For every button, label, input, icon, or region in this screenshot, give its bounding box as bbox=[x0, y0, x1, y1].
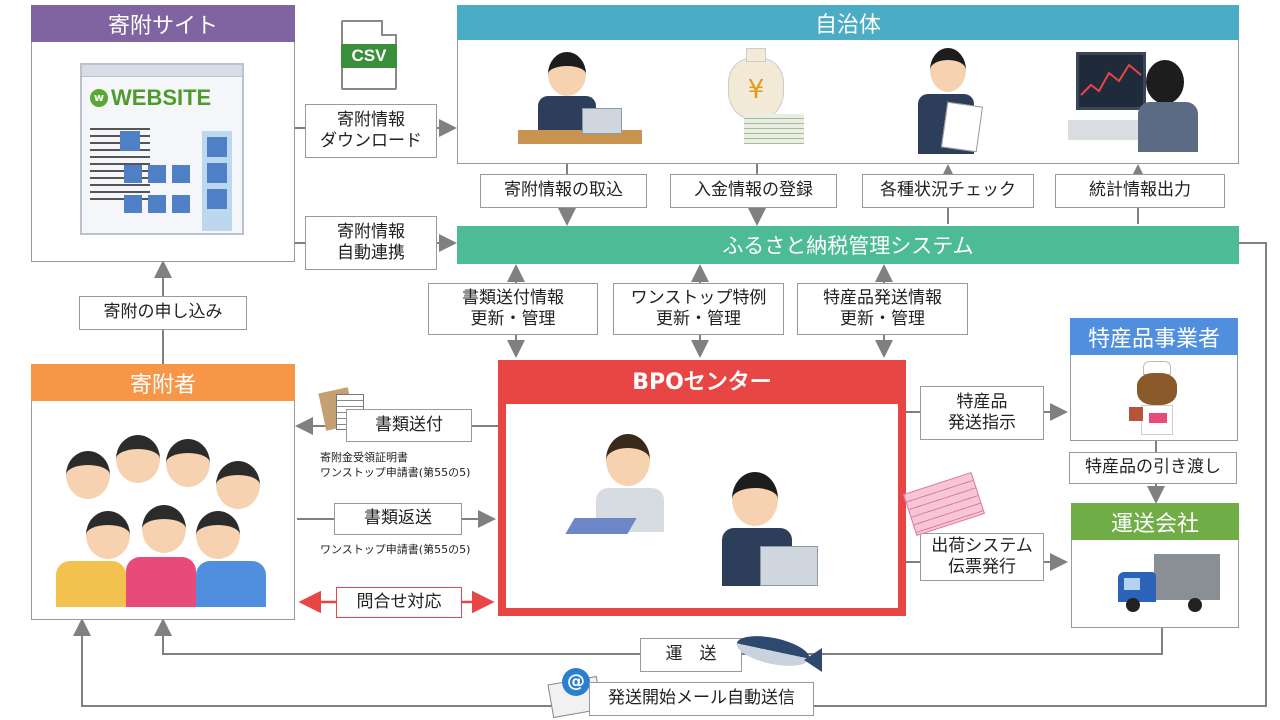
tuna-icon bbox=[730, 628, 826, 674]
shipping-company-title: 運送会社 bbox=[1071, 503, 1239, 540]
apply-label: 寄附の申し込み bbox=[79, 296, 247, 330]
mail-label: 発送開始メール自動送信 bbox=[589, 682, 814, 716]
donation-site-title: 寄附サイト bbox=[31, 5, 295, 42]
mail-icon: @ bbox=[547, 666, 603, 719]
import-label: 寄附情報の取込 bbox=[480, 174, 647, 208]
staff-laptop-icon bbox=[518, 46, 648, 156]
management-system-bar: ふるさと納税管理システム bbox=[457, 226, 1239, 264]
producer-panel: 特産品事業者 bbox=[1070, 318, 1238, 441]
bpo-center-title: BPOセンター bbox=[632, 370, 772, 395]
ship-instruct-label: 特産品 発送指示 bbox=[920, 386, 1044, 440]
status-check-label: 各種状況チェック bbox=[862, 174, 1034, 208]
slip-issue-label: 出荷システム 伝票発行 bbox=[920, 533, 1044, 581]
website-illustration: w WEBSITE bbox=[80, 63, 244, 235]
return-docs-note: ワンストップ申請書(第55の5) bbox=[320, 543, 471, 556]
product-update-label: 特産品発送情報 更新・管理 bbox=[797, 283, 968, 335]
analyst-monitor-icon bbox=[1068, 46, 1208, 156]
docs-update-label: 書類送付情報 更新・管理 bbox=[428, 283, 598, 335]
call-center-icon bbox=[565, 424, 830, 596]
delivery-truck-icon bbox=[1114, 552, 1224, 616]
inquiry-label: 問合せ対応 bbox=[336, 587, 462, 618]
donor-title: 寄附者 bbox=[31, 364, 295, 401]
staff-document-icon bbox=[908, 46, 998, 160]
send-docs-note: 寄附金受領証明書 ワンストップ申請書(第55の5) bbox=[320, 451, 471, 479]
csv-file-icon: CSV bbox=[341, 20, 397, 90]
download-label: 寄附情報 ダウンロード bbox=[305, 104, 437, 158]
auto-link-label: 寄附情報 自動連携 bbox=[305, 216, 437, 270]
municipality-panel: 自治体 ¥ bbox=[457, 5, 1239, 164]
donor-crowd-icon bbox=[46, 421, 282, 607]
onestop-update-label: ワンストップ特例 更新・管理 bbox=[613, 283, 784, 335]
stats-label: 統計情報出力 bbox=[1055, 174, 1225, 208]
producer-title: 特産品事業者 bbox=[1070, 318, 1238, 355]
send-docs-label: 書類送付 bbox=[346, 409, 472, 442]
donation-site-panel: 寄附サイト w WEBSITE bbox=[31, 5, 295, 262]
return-docs-label: 書類返送 bbox=[334, 503, 462, 535]
money-bag-icon: ¥ bbox=[708, 46, 808, 156]
handover-label: 特産品の引き渡し bbox=[1069, 452, 1237, 484]
deposit-label: 入金情報の登録 bbox=[670, 174, 837, 208]
delivery-label: 運 送 bbox=[640, 638, 742, 672]
shipping-company-panel: 運送会社 bbox=[1071, 503, 1239, 628]
csv-label: CSV bbox=[341, 44, 397, 68]
cow-mascot-icon bbox=[1127, 361, 1187, 437]
donor-panel: 寄附者 bbox=[31, 364, 295, 620]
website-logo-text: WEBSITE bbox=[111, 85, 212, 110]
bpo-center-panel: BPOセンター bbox=[498, 360, 906, 616]
municipality-title: 自治体 bbox=[457, 5, 1239, 40]
